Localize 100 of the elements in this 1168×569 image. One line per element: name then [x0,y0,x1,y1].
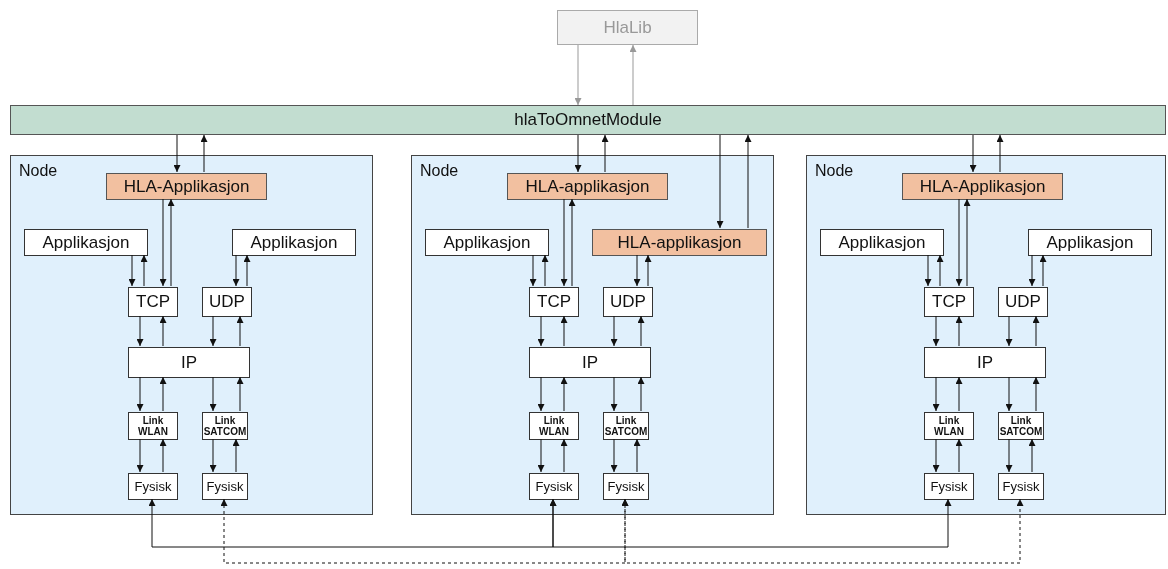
arrow [136,376,144,412]
layer-box [232,229,356,256]
arrow [529,254,537,287]
arrow [633,254,641,287]
arrow [932,438,940,473]
layer-box [998,473,1044,500]
arrow [629,44,637,106]
arrow [955,438,963,473]
arrow [637,376,645,412]
arrow [610,315,618,347]
arrow [924,254,932,287]
arrow [200,134,208,173]
arrow [560,438,568,473]
arrow [560,198,568,287]
arrow [610,376,618,412]
application-box [507,173,668,200]
box-label: HLA-Applikasjon [123,176,250,197]
arrow [537,315,545,347]
arrow [167,198,175,287]
arrow [644,254,652,287]
box-label: Fysisk [206,479,244,494]
box-label: HLA-Applikasjon [919,176,1046,197]
node-container [10,155,373,515]
double-arrow [549,498,952,548]
arrow [1039,254,1047,287]
node-container [806,155,1166,515]
layer-box [529,412,579,440]
layer-box [924,287,974,317]
box-label: Fysisk [134,479,172,494]
layer-box [529,287,579,317]
arrow [1005,376,1013,412]
arrow [932,315,940,347]
arrow [173,134,181,173]
arrow [1032,315,1040,347]
layer-box [128,287,178,317]
arrow [633,438,641,473]
arrow [1005,438,1013,473]
layer-box [202,287,252,317]
layer-box [998,287,1048,317]
box-label: Link SATCOM [999,414,1043,438]
layer-box [24,229,148,256]
arrow [236,376,244,412]
arrow [537,438,545,473]
box-label: UDP [209,292,245,312]
arrow [963,198,971,287]
arrow [136,438,144,473]
arrow [541,254,549,287]
layer-box [924,412,974,440]
arrow [243,254,251,287]
container-label: Node [815,162,854,180]
arrow [637,315,645,347]
arrow [610,438,618,473]
box-label: Fysisk [930,479,968,494]
arrow [744,134,752,229]
arrow [932,376,940,412]
box-label: TCP [136,292,170,312]
box-label: hlaToOmnetModule [514,110,662,130]
arrow [136,315,144,347]
layer-box [924,473,974,500]
box-label: Fysisk [607,479,645,494]
arrow [936,254,944,287]
box-label: UDP [1005,292,1041,312]
box-label: Applikasjon [838,232,926,253]
arrow [716,134,724,229]
box-label: Applikasjon [443,232,531,253]
arrow [1005,315,1013,347]
box-label: Fysisk [535,479,573,494]
arrow [159,438,167,473]
arrow [128,254,136,287]
layer-box [820,229,944,256]
box-label: HLA-applikasjon [617,232,742,253]
arrow [955,376,963,412]
layer-box [924,347,1046,378]
layer-box [529,473,579,500]
application-box [106,173,267,200]
box-label: TCP [932,292,966,312]
box-label: HlaLib [603,17,652,38]
box-label: UDP [610,292,646,312]
box-label: Link SATCOM [604,414,648,438]
layer-box [128,347,250,378]
arrow [560,315,568,347]
arrow [574,44,582,106]
arrow [955,315,963,347]
layer-box [603,473,649,500]
arrow [1028,438,1036,473]
application-box [592,229,767,256]
double-arrow [220,498,629,564]
arrow [209,438,217,473]
library-box [557,10,698,45]
layer-box [128,412,178,440]
box-label: IP [180,352,198,373]
arrow [209,315,217,347]
box-label: Fysisk [1002,479,1040,494]
box-label: Link SATCOM [203,414,247,438]
box-label: TCP [537,292,571,312]
box-label: IP [581,352,599,373]
arrow [574,134,582,173]
arrow [1028,254,1036,287]
layer-box [425,229,549,256]
box-label: Applikasjon [42,232,130,253]
